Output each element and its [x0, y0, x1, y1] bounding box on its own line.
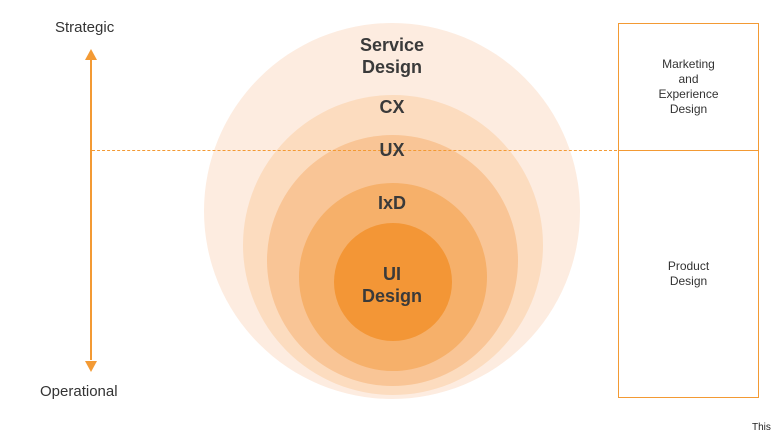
- ux-label: UX: [379, 140, 405, 160]
- arrow-down-icon: [85, 361, 97, 372]
- ui-design-label: UI Design: [342, 263, 442, 307]
- ui-design-label-line1: UI: [383, 264, 401, 284]
- ui-design-label-line2: Design: [361, 286, 422, 306]
- ui-design-circle: [334, 223, 452, 341]
- product-design-box: Product Design: [618, 150, 759, 398]
- box-bottom-line1: Product: [667, 259, 710, 273]
- vertical-axis-line: [90, 56, 92, 360]
- strategic-label: Strategic: [55, 19, 115, 36]
- box-top-line1: Marketing: [662, 57, 715, 71]
- cx-label: CX: [379, 97, 405, 117]
- box-top-line2: and: [678, 72, 699, 86]
- box-bottom-line2: Design: [669, 274, 708, 288]
- service-design-label-line1: Service: [359, 35, 425, 55]
- marketing-experience-design-box: Marketing and Experience Design: [618, 23, 759, 151]
- ixd-label: IxD: [377, 193, 406, 213]
- arrow-up-icon: [85, 49, 97, 60]
- operational-label: Operational: [40, 383, 118, 400]
- strategic-operational-divider: [92, 150, 617, 151]
- service-design-label-line2: Design: [361, 57, 422, 77]
- box-top-line4: Design: [669, 102, 708, 116]
- cut-off-caption: This: [752, 422, 771, 433]
- service-design-label: Service Design: [332, 34, 452, 78]
- marketing-experience-design-text: Marketing and Experience Design: [658, 57, 718, 117]
- box-top-line3: Experience: [658, 87, 719, 101]
- product-design-text: Product Design: [668, 259, 709, 289]
